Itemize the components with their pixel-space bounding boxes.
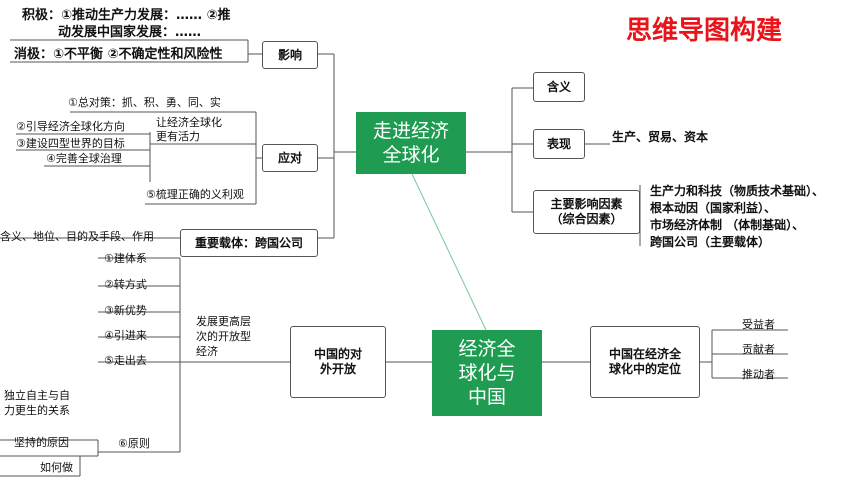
factor-item: 市场经济体制 （体制基础）、: [650, 218, 805, 232]
response-item: ①总对策：抓、积、勇、同、实: [68, 96, 221, 109]
node-manifestation[interactable]: 表现: [533, 129, 585, 159]
response-item: ③建设四型世界的目标: [16, 137, 125, 150]
node-china-position[interactable]: 中国在经济全 球化中的定位: [590, 326, 700, 398]
response-item: ②引导经济全球化方向: [16, 120, 125, 133]
topic-node-label: 走进经济 全球化: [372, 120, 449, 166]
node-meaning[interactable]: 含义: [533, 72, 585, 102]
node-label: 重要载体：跨国公司: [194, 235, 303, 250]
positive-impact-cont: 动发展中国家发展：……: [58, 25, 202, 40]
role-item: 受益者: [742, 318, 775, 331]
factor-item: 跨国公司（主要载体）: [650, 235, 771, 249]
factor-item: 生产力和科技（物质技术基础）、: [650, 184, 825, 198]
opening-item: ②转方式: [104, 278, 147, 291]
node-label: 含义: [546, 79, 571, 94]
manifestation-detail: 生产、贸易、资本: [612, 130, 709, 144]
response-item: ⑤梳理正确的义利观: [146, 188, 244, 201]
node-factors[interactable]: 主要影响因素 （综合因素）: [533, 190, 640, 234]
role-item: 推动者: [742, 368, 775, 381]
response-side-note: 让经济全球化 更有活力: [156, 116, 222, 143]
factor-item: 根本动因（国家利益）、: [650, 201, 777, 215]
node-response[interactable]: 应对: [262, 144, 318, 172]
node-label: 中国在经济全 球化中的定位: [608, 347, 681, 376]
node-opening[interactable]: 中国的对 外开放: [290, 326, 386, 398]
negative-impact: 消极：①不平衡 ②不确定性和风险性: [14, 47, 223, 62]
node-label: 中国的对 外开放: [313, 347, 362, 376]
page-title: 思维导图构建: [626, 16, 783, 46]
opening-item: ①建体系: [104, 252, 147, 265]
node-carrier[interactable]: 重要载体：跨国公司: [180, 229, 318, 257]
principle-reason: 坚持的原因: [14, 436, 69, 449]
carrier-detail: 含义、地位、目的及手段、作用: [0, 230, 154, 243]
topic-node-label: 经济全 球化与 中国: [458, 338, 516, 408]
principle-relation: 独立自主与自 力更生的关系: [4, 389, 70, 417]
response-item: ④完善全球治理: [46, 152, 122, 165]
node-label: 主要影响因素 （综合因素）: [550, 197, 623, 226]
higher-level-note: 发展更高层 次的开放型 经济: [196, 315, 251, 358]
role-item: 贡献者: [742, 343, 775, 356]
opening-item: ④引进来: [104, 329, 147, 342]
opening-item: ③新优势: [104, 304, 147, 317]
node-label: 影响: [277, 47, 302, 62]
node-label: 表现: [546, 136, 571, 151]
principle-how: 如何做: [40, 461, 73, 474]
node-influence[interactable]: 影响: [262, 41, 318, 69]
opening-item: ⑤走出去: [104, 354, 147, 367]
node-label: 应对: [277, 150, 302, 165]
topic-node-globalization[interactable]: 走进经济 全球化: [356, 112, 466, 174]
opening-principle: ⑥原则: [118, 437, 150, 450]
positive-impact: 积极：①推动生产力发展：…… ②推: [22, 8, 231, 23]
topic-node-china[interactable]: 经济全 球化与 中国: [432, 330, 542, 416]
